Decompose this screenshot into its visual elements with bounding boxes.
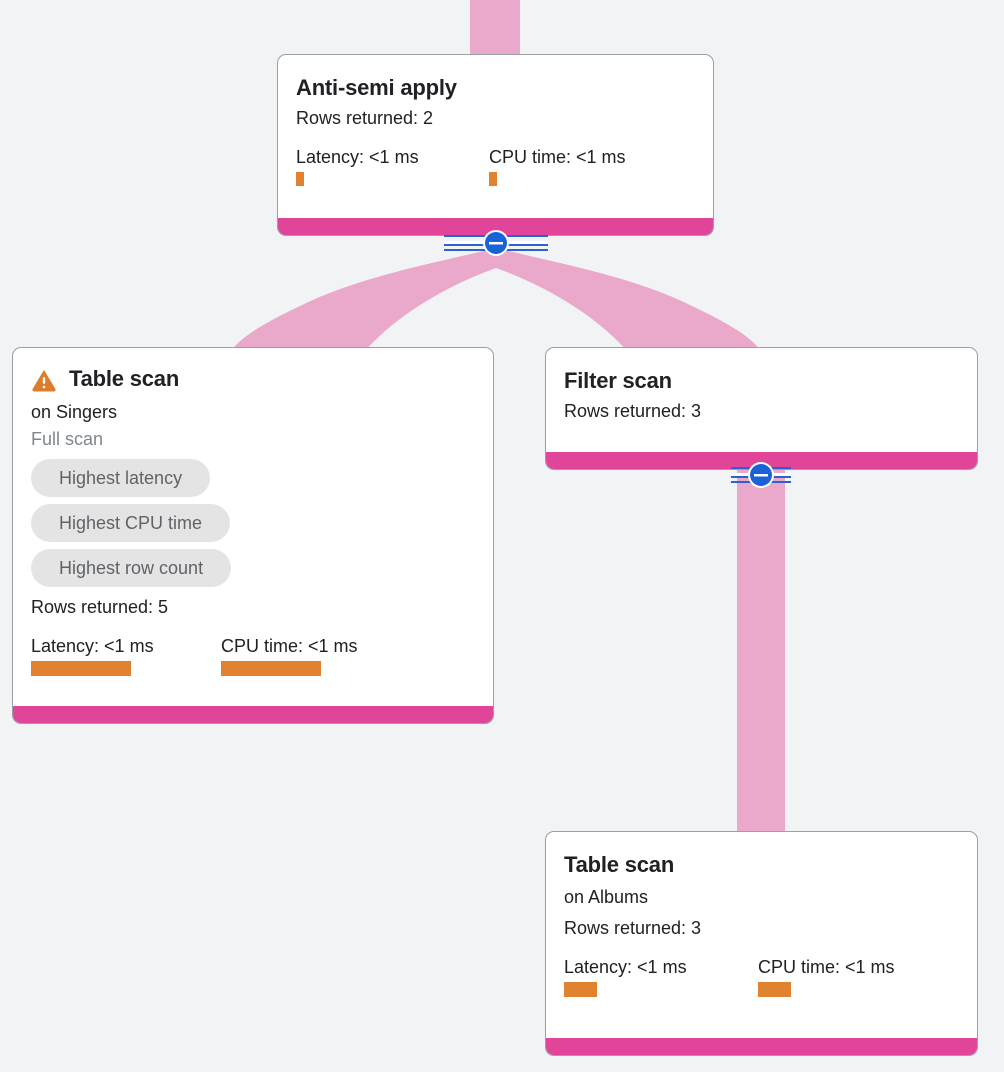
metric-cpu-time-label: CPU time: <1 ms [221, 636, 358, 656]
node-body: Anti-semi apply Rows returned: 2 Latency… [278, 55, 713, 196]
collapse-toggle-anti-semi-apply[interactable] [444, 228, 548, 258]
metric-latency-bar [31, 661, 131, 676]
badge-highest-cpu-time: Highest CPU time [31, 504, 231, 542]
metric-cpu-time-bar [758, 982, 791, 997]
edge-anti-to-filter-scan [496, 248, 760, 350]
rows-returned: Rows returned: 2 [296, 108, 434, 128]
metric-cpu-time-bar [221, 661, 321, 676]
metric-latency-label: Latency: <1 ms [31, 636, 154, 656]
badge-highest-latency: Highest latency [31, 459, 211, 497]
warning-triangle-icon [32, 369, 56, 392]
edge-filter-to-table-scan-albums [737, 470, 785, 834]
node-accent-bar [546, 452, 977, 469]
node-title: Table scan [564, 852, 675, 877]
metric-cpu-time-label: CPU time: <1 ms [758, 957, 895, 977]
node-accent-bar [546, 1038, 977, 1055]
metric-latency-bar [564, 982, 597, 997]
node-metrics: Latency: <1 ms CPU time: <1 ms [564, 956, 959, 997]
node-body: Table scan on Singers Full scan Highest … [13, 348, 493, 686]
metric-cpu-time-label: CPU time: <1 ms [489, 147, 626, 167]
rows-returned: Rows returned: 3 [564, 918, 702, 938]
node-header: Table scan [564, 852, 959, 878]
node-accent-bar [13, 706, 493, 723]
rows-returned: Rows returned: 5 [31, 597, 169, 617]
metric-cpu-time: CPU time: <1 ms [489, 146, 626, 186]
edge-incoming-root [470, 0, 520, 56]
edge-anti-to-table-scan-singers [232, 248, 496, 350]
badge-highest-row-count: Highest row count [31, 549, 232, 587]
metric-latency-label: Latency: <1 ms [296, 147, 419, 167]
node-badges: Highest latency Highest CPU time Highest… [31, 459, 475, 587]
node-title: Table scan [69, 366, 180, 391]
metric-latency-label: Latency: <1 ms [564, 957, 687, 977]
metric-latency: Latency: <1 ms [296, 146, 489, 186]
metric-latency-bar [296, 172, 304, 186]
node-body: Filter scan Rows returned: 3 [546, 348, 977, 435]
node-accent-bar [278, 218, 713, 235]
metric-cpu-time-bar [489, 172, 497, 186]
node-metrics: Latency: <1 ms CPU time: <1 ms [31, 635, 475, 676]
node-metrics: Latency: <1 ms CPU time: <1 ms [296, 146, 695, 186]
node-target: on Albums [564, 887, 649, 907]
plan-node-table-scan-albums[interactable]: Table scan on Albums Rows returned: 3 La… [545, 831, 978, 1056]
node-header: Filter scan [564, 368, 959, 394]
metric-cpu-time: CPU time: <1 ms [221, 635, 358, 676]
metric-latency: Latency: <1 ms [31, 635, 221, 676]
plan-node-filter-scan[interactable]: Filter scan Rows returned: 3 [545, 347, 978, 470]
rows-returned: Rows returned: 3 [564, 401, 702, 421]
metric-latency: Latency: <1 ms [564, 956, 758, 997]
plan-node-anti-semi-apply[interactable]: Anti-semi apply Rows returned: 2 Latency… [277, 54, 714, 236]
node-title: Filter scan [564, 368, 672, 393]
node-header: Table scan [31, 366, 475, 393]
node-target: on Singers [31, 402, 118, 422]
plan-node-table-scan-singers[interactable]: Table scan on Singers Full scan Highest … [12, 347, 494, 724]
node-title: Anti-semi apply [296, 75, 457, 100]
node-header: Anti-semi apply [296, 75, 695, 101]
metric-cpu-time: CPU time: <1 ms [758, 956, 895, 997]
node-body: Table scan on Albums Rows returned: 3 La… [546, 832, 977, 1007]
collapse-toggle-filter-scan[interactable] [709, 460, 813, 490]
node-scan-type: Full scan [31, 429, 104, 449]
